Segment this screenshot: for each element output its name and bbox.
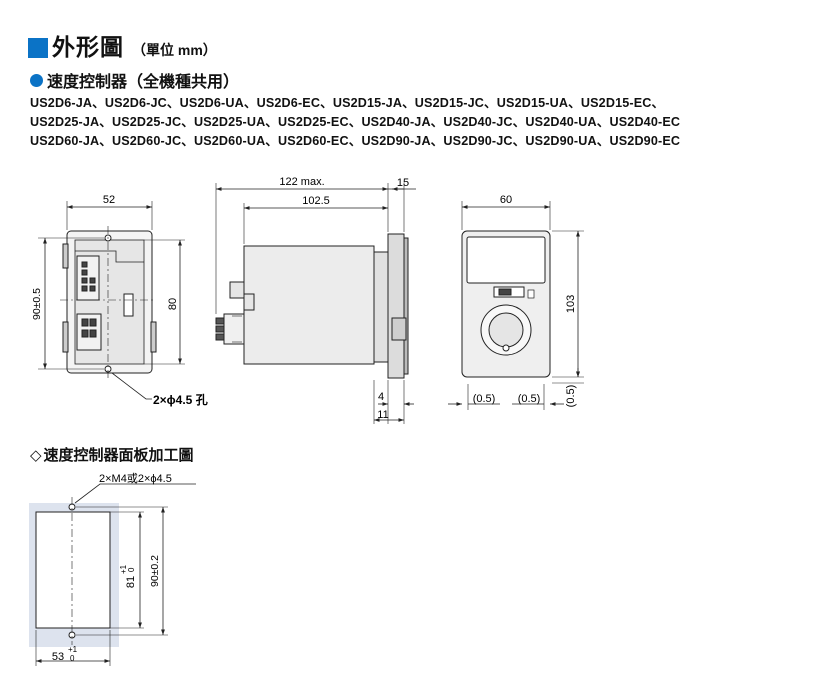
back-inner-height-label: 80 bbox=[167, 298, 179, 310]
side-step bbox=[373, 251, 389, 363]
side-body bbox=[243, 245, 375, 365]
front-margin-bottom-label: (0.5) bbox=[565, 385, 577, 408]
blue-square-icon bbox=[28, 38, 48, 58]
side-conn-mid bbox=[243, 293, 255, 311]
model-list: US2D6-JA、US2D6-JC、US2D6-UA、US2D6-EC、US2D… bbox=[30, 94, 680, 151]
back-height-label: 90±0.5 bbox=[31, 288, 43, 320]
side-dim11-label: 11 bbox=[377, 409, 388, 421]
side-body-label: 102.5 bbox=[302, 195, 330, 207]
hole-leader bbox=[111, 372, 152, 400]
model-line: US2D60-JA、US2D60-JC、US2D60-UA、US2D60-EC、… bbox=[30, 134, 681, 148]
front-height-label: 103 bbox=[565, 295, 577, 313]
model-line: US2D25-JA、US2D25-JC、US2D25-UA、US2D25-EC、… bbox=[30, 115, 681, 129]
page-header: 外形圖 （單位 mm） bbox=[28, 28, 217, 62]
front-indicator bbox=[527, 289, 535, 299]
cut-pitch-label: 90±0.2 bbox=[149, 555, 161, 587]
back-view bbox=[38, 201, 185, 400]
front-view bbox=[448, 201, 584, 410]
panel-cut-title-text: 速度控制器面板加工圖 bbox=[43, 447, 194, 464]
cutout-rect bbox=[35, 511, 111, 629]
side-overall-label: 122 max. bbox=[279, 176, 324, 188]
section-title-text: 速度控制器（全機種共用） bbox=[47, 74, 240, 91]
back-side-tab-left2 bbox=[62, 321, 69, 353]
side-view bbox=[215, 183, 416, 424]
cut-width-tol-up: +1 bbox=[68, 645, 78, 654]
panel-cutout bbox=[29, 483, 196, 666]
side-front-plate bbox=[403, 237, 409, 375]
front-knob-inner bbox=[488, 312, 524, 348]
back-side-tab-left bbox=[62, 243, 69, 269]
side-knob bbox=[391, 317, 407, 341]
cut-width-label: 53 bbox=[52, 651, 64, 663]
diamond-icon: ◇ bbox=[30, 446, 42, 464]
cut-holes-label: 2×M4或2×ϕ4.5 bbox=[99, 472, 172, 485]
back-connector-top bbox=[76, 255, 100, 301]
side-dim4-label: 4 bbox=[378, 391, 384, 403]
front-width-label: 60 bbox=[500, 194, 512, 206]
side-terminal bbox=[223, 313, 245, 345]
back-connector-bottom bbox=[76, 313, 102, 351]
back-holes-label: 2×ϕ4.5 孔 bbox=[153, 393, 208, 407]
front-margin-right-label: (0.5) bbox=[518, 393, 541, 405]
front-margin-left-label: (0.5) bbox=[473, 393, 496, 405]
side-flange-label: 15 bbox=[397, 177, 409, 189]
unit-label: （單位 mm） bbox=[132, 42, 217, 58]
side-conn-top bbox=[229, 281, 245, 299]
section-title: 速度控制器（全機種共用） bbox=[30, 68, 239, 92]
cut-hole-leader bbox=[74, 483, 196, 504]
front-display bbox=[466, 236, 546, 284]
page-title: 外形圖 bbox=[52, 34, 124, 60]
model-line: US2D6-JA、US2D6-JC、US2D6-UA、US2D6-EC、US2D… bbox=[30, 96, 665, 110]
side-flange bbox=[387, 233, 405, 379]
blue-dot-icon bbox=[30, 73, 43, 87]
back-width-label: 52 bbox=[103, 194, 115, 206]
cut-height-label: 81 bbox=[125, 576, 137, 588]
back-slot bbox=[123, 293, 134, 317]
cut-height-tol-up: +1 bbox=[119, 564, 128, 574]
panel-cut-title: ◇ 速度控制器面板加工圖 bbox=[30, 444, 194, 465]
back-inner-step bbox=[75, 250, 144, 263]
cut-height-tol-low: 0 bbox=[127, 567, 136, 572]
back-side-tab-right bbox=[150, 321, 157, 353]
cut-width-tol-low: 0 bbox=[70, 654, 75, 663]
